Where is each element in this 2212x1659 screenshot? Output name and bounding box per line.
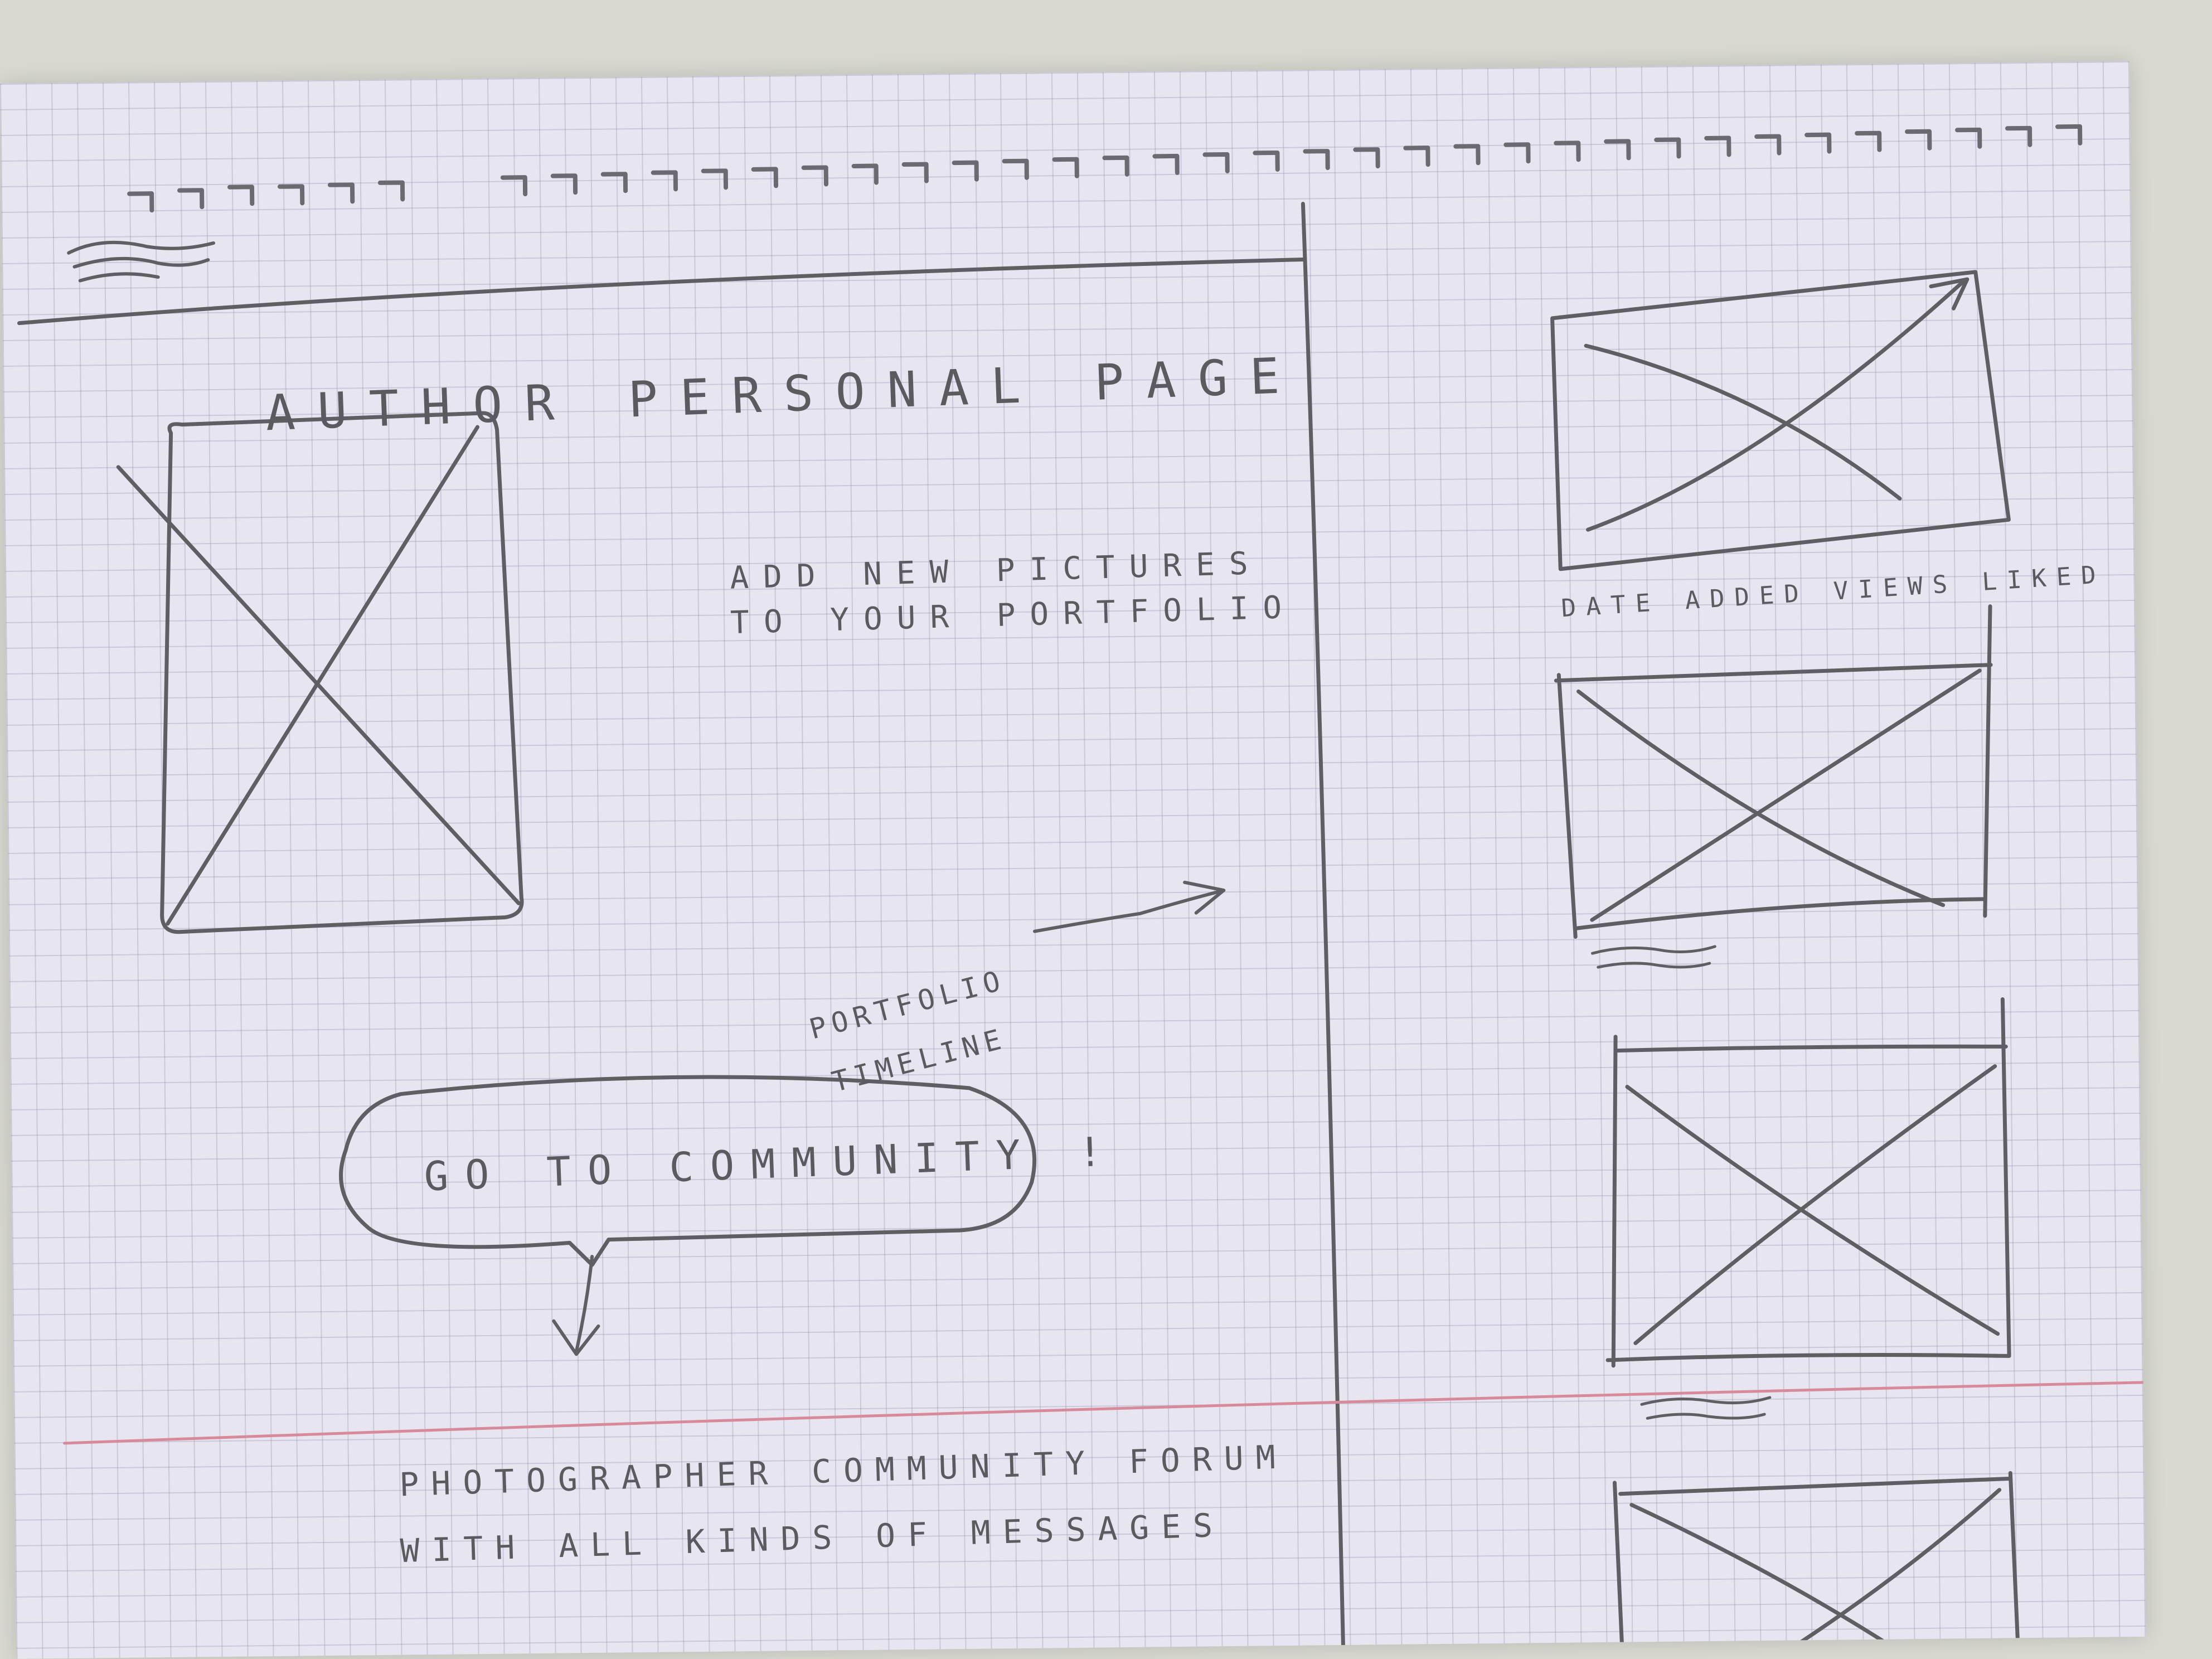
- arrow-to-timeline: [1033, 880, 1226, 933]
- arrow-to-forum: [552, 1254, 600, 1356]
- hero-image-placeholder: [116, 411, 524, 934]
- header-divider: [17, 258, 1306, 326]
- header-logo-scribble: [67, 240, 216, 283]
- spiral-binding: [127, 124, 2083, 213]
- timeline-image-4: [1612, 1471, 2020, 1647]
- notebook-page: AUTHOR PERSONAL PAGE ADD NEW PICTURES TO…: [0, 61, 2146, 1659]
- timeline-image-2: [1554, 604, 1993, 969]
- wireframe-sketch: [17, 124, 2145, 1650]
- column-divider: [1301, 202, 1346, 1650]
- timeline-image-3: [1605, 997, 2011, 1420]
- timeline-image-1: [1550, 270, 2011, 571]
- red-margin-line: [63, 1381, 2145, 1445]
- community-bubble: [339, 1075, 1037, 1267]
